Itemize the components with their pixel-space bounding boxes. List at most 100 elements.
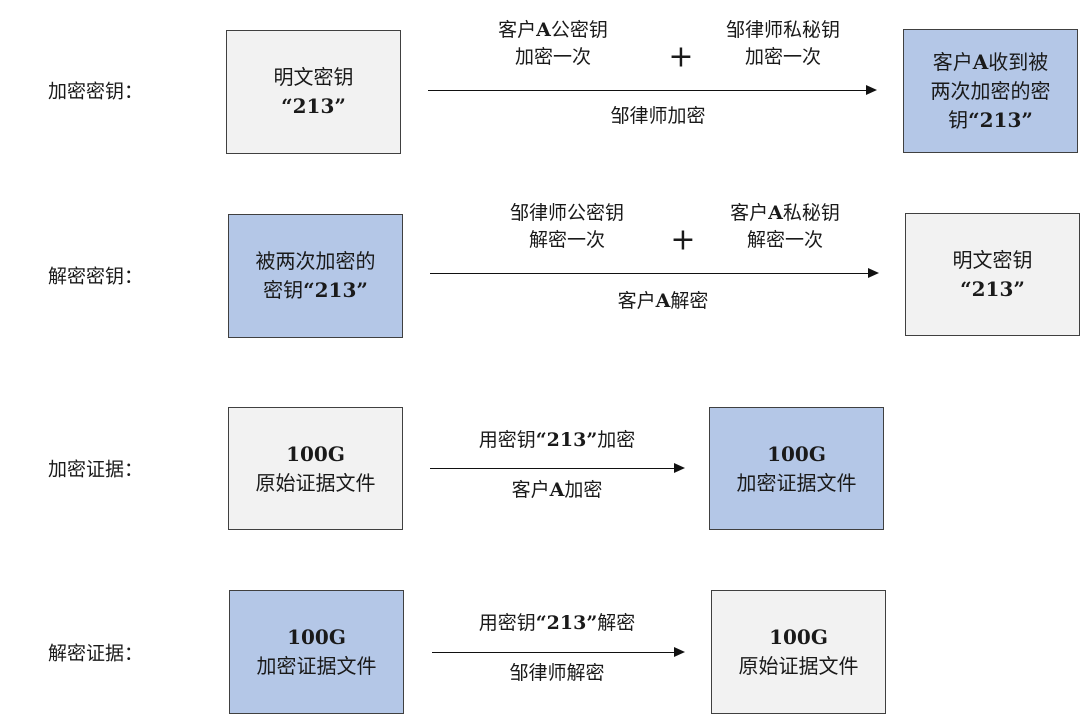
arrow-caption: 邹律师解密	[509, 660, 604, 687]
text-line: 客户A私秘钥	[730, 200, 840, 227]
text-segment: 私秘钥	[782, 202, 840, 224]
text-line: 邹律师解密	[509, 660, 604, 687]
text-segment: 100G	[767, 441, 826, 466]
row-label-decrypt-evidence: 解密证据：	[48, 642, 144, 665]
text-line: 加密证据文件	[257, 652, 377, 681]
text-segment: “213”	[535, 612, 598, 634]
arrow-right-icon	[432, 647, 685, 657]
text-segment: 公密钥	[550, 19, 608, 41]
text-segment: A	[655, 290, 671, 312]
text-line: 客户A加密	[512, 477, 603, 504]
text-line: 邹律师公密钥	[510, 200, 624, 227]
text-segment: “213”	[960, 276, 1025, 301]
plaintext-key-box: 明文密钥 “213”	[905, 213, 1080, 336]
text-line: 100G	[286, 440, 345, 469]
text-segment: 解密一次	[528, 229, 606, 251]
text-segment: 加密	[564, 479, 603, 501]
lawyer-public-key-step: 邹律师公密钥解密一次	[510, 200, 624, 254]
text-segment: “213”	[281, 94, 346, 118]
text-line: 用密钥“213”解密	[479, 610, 636, 637]
text-segment: 100G	[286, 441, 345, 466]
text-segment: 密钥	[263, 278, 304, 302]
text-line: 解密一次	[510, 227, 624, 254]
text-line: 用密钥“213”加密	[479, 427, 636, 454]
text-line: 解密一次	[730, 227, 840, 254]
text-segment: 邹律师加密	[610, 105, 706, 127]
text-segment: 解密一次	[746, 229, 823, 251]
text-segment: 加密证据文件	[256, 654, 377, 678]
text-segment: 客户	[498, 19, 537, 41]
original-evidence-box: 100G 原始证据文件	[711, 590, 886, 714]
text-segment: “213”	[535, 429, 598, 451]
text-line: 被两次加密的	[256, 247, 376, 276]
text-line: 客户A收到被	[933, 48, 1049, 77]
text-line: 原始证据文件	[256, 469, 376, 498]
text-segment: 两次加密的密	[930, 78, 1051, 103]
arrow-caption: 客户A加密	[512, 477, 603, 504]
text-segment: 被两次加密的	[255, 249, 376, 273]
text-segment: 邹律师解密	[509, 662, 605, 684]
text-line: 加密一次	[726, 44, 840, 71]
text-line: 100G	[287, 623, 346, 652]
row-label-decrypt-key: 解密密钥：	[48, 265, 144, 288]
encrypted-evidence-box: 100G 加密证据文件	[709, 407, 884, 530]
plaintext-key-box: 明文密钥 “213”	[226, 30, 401, 154]
text-segment: 客户	[511, 479, 550, 501]
text-line: 加密一次	[498, 44, 608, 71]
text-line: “213”	[960, 275, 1025, 304]
text-segment: 加密一次	[744, 46, 822, 68]
arrow-caption-above: 用密钥“213”加密	[479, 427, 636, 454]
text-segment: 客户	[730, 202, 769, 224]
text-segment: 加密证据文件	[736, 470, 857, 495]
row-label-encrypt-evidence: 加密证据：	[48, 458, 144, 481]
text-line: 加密证据文件	[737, 469, 857, 498]
text-segment: A	[972, 49, 989, 74]
arrow-caption: 邹律师加密	[610, 103, 705, 130]
row-label-encrypt-key: 加密密钥：	[48, 80, 144, 103]
text-line: 邹律师私秘钥	[726, 17, 840, 44]
text-line: 钥“213”	[948, 106, 1033, 135]
text-segment: 用密钥	[478, 612, 536, 634]
double-encrypted-key-box: 被两次加密的密钥“213”	[228, 214, 403, 338]
text-segment: 客户	[932, 49, 973, 74]
text-segment: 邹律师公密钥	[509, 202, 625, 224]
text-segment: 原始证据文件	[738, 654, 859, 678]
text-segment: 明文密钥	[952, 247, 1033, 272]
text-line: 密钥“213”	[263, 276, 368, 305]
text-line: 明文密钥	[274, 63, 354, 92]
double-encrypted-key-box: 客户A收到被两次加密的密钥“213”	[903, 29, 1078, 153]
text-segment: 加密一次	[514, 46, 591, 68]
text-line: 客户A公密钥	[498, 17, 608, 44]
encrypted-evidence-box: 100G 加密证据文件	[229, 590, 404, 714]
text-segment: 用密钥	[478, 429, 536, 451]
text-segment: 原始证据文件	[255, 470, 376, 495]
text-segment: 解密	[597, 612, 636, 634]
text-line: 邹律师加密	[610, 103, 705, 130]
arrow-caption-above: 用密钥“213”解密	[479, 610, 636, 637]
text-line: “213”	[281, 92, 346, 121]
text-segment: “213”	[968, 107, 1033, 132]
arrow-right-icon	[430, 268, 879, 278]
text-segment: 100G	[287, 625, 346, 649]
text-line: 明文密钥	[953, 246, 1033, 275]
lawyer-private-key-step: 邹律师私秘钥加密一次	[726, 17, 840, 71]
text-segment: A	[768, 202, 783, 224]
text-segment: A	[549, 479, 565, 501]
client-a-private-key-step: 客户A私秘钥解密一次	[730, 200, 840, 254]
text-segment: 加密	[597, 429, 636, 451]
text-segment: 100G	[769, 625, 828, 649]
text-segment: 收到被	[988, 49, 1049, 74]
arrow-right-icon	[428, 85, 877, 95]
plus-sign: +	[670, 222, 696, 258]
text-segment: 明文密钥	[273, 65, 354, 89]
client-a-public-key-step: 客户A公密钥加密一次	[498, 17, 608, 71]
text-segment: 解密	[670, 290, 709, 312]
arrow-caption: 客户A解密	[618, 288, 709, 315]
text-line: 两次加密的密	[931, 77, 1051, 106]
arrow-right-icon	[430, 463, 685, 473]
text-segment: “213”	[303, 278, 368, 302]
plus-sign: +	[668, 39, 694, 75]
text-line: 客户A解密	[618, 288, 709, 315]
text-segment: A	[536, 19, 551, 41]
text-segment: 客户	[617, 290, 656, 312]
